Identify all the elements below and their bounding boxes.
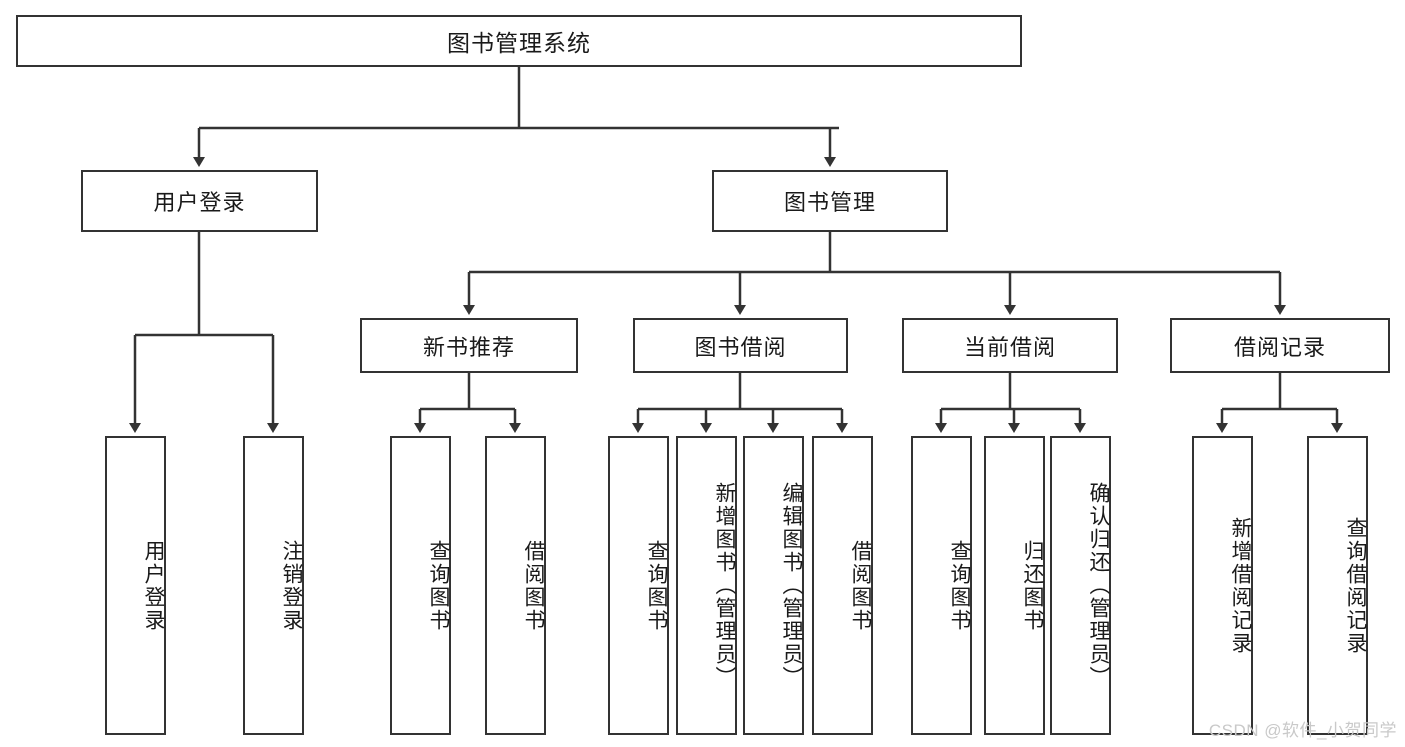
node-book-borrow-label: 图书借阅 <box>694 334 787 360</box>
leaf-query-record[interactable]: 查询借阅记录 <box>1307 436 1368 735</box>
node-borrow-record[interactable]: 借阅记录 <box>1170 318 1390 373</box>
node-borrow-record-label: 借阅记录 <box>1233 334 1326 360</box>
leaf-return-book[interactable]: 归还图书 <box>984 436 1045 735</box>
node-root[interactable]: 图书管理系统 <box>16 15 1022 67</box>
leaf-borrow-book-1[interactable]: 借阅图书 <box>485 436 546 735</box>
leaf-borrow-book-2[interactable]: 借阅图书 <box>812 436 873 735</box>
leaf-user-login-label: 用户登录 <box>142 539 165 632</box>
watermark: CSDN @软件_小贺同学 <box>1208 721 1397 740</box>
leaf-add-record-label: 新增借阅记录 <box>1229 516 1252 655</box>
leaf-borrow-book-1-label: 借阅图书 <box>522 539 545 632</box>
leaf-query-book-1[interactable]: 查询图书 <box>390 436 451 735</box>
node-book-manage-label: 图书管理 <box>783 190 876 215</box>
leaf-query-book-3[interactable]: 查询图书 <box>911 436 972 735</box>
node-book-borrow[interactable]: 图书借阅 <box>633 318 848 373</box>
leaf-query-book-1-label: 查询图书 <box>427 539 450 632</box>
node-root-label: 图书管理系统 <box>447 30 591 56</box>
leaf-add-book[interactable]: 新增图书（管理员） <box>676 436 737 735</box>
leaf-query-record-label: 查询借阅记录 <box>1344 516 1367 655</box>
leaf-edit-book[interactable]: 编辑图书（管理员） <box>743 436 804 735</box>
leaf-user-login[interactable]: 用户登录 <box>105 436 166 735</box>
node-book-manage[interactable]: 图书管理 <box>712 170 948 232</box>
leaf-logout-label: 注销登录 <box>280 539 303 632</box>
leaf-return-book-label: 归还图书 <box>1021 539 1044 632</box>
leaf-edit-book-label: 编辑图书（管理员） <box>780 482 803 689</box>
leaf-borrow-book-2-label: 借阅图书 <box>849 539 872 632</box>
node-current-borrow-label: 当前借阅 <box>963 334 1056 360</box>
leaf-query-book-2[interactable]: 查询图书 <box>608 436 669 735</box>
leaf-add-book-label: 新增图书（管理员） <box>713 482 736 689</box>
leaf-add-record[interactable]: 新增借阅记录 <box>1192 436 1253 735</box>
node-new-book-rec[interactable]: 新书推荐 <box>360 318 578 373</box>
leaf-confirm-return-label: 确认归还（管理员） <box>1087 482 1110 689</box>
node-new-book-rec-label: 新书推荐 <box>422 334 515 360</box>
leaf-confirm-return[interactable]: 确认归还（管理员） <box>1050 436 1111 735</box>
node-user-login[interactable]: 用户登录 <box>81 170 318 232</box>
node-current-borrow[interactable]: 当前借阅 <box>902 318 1118 373</box>
leaf-logout[interactable]: 注销登录 <box>243 436 304 735</box>
leaf-query-book-3-label: 查询图书 <box>948 539 971 632</box>
leaf-query-book-2-label: 查询图书 <box>645 539 668 632</box>
node-user-login-label: 用户登录 <box>153 190 246 215</box>
